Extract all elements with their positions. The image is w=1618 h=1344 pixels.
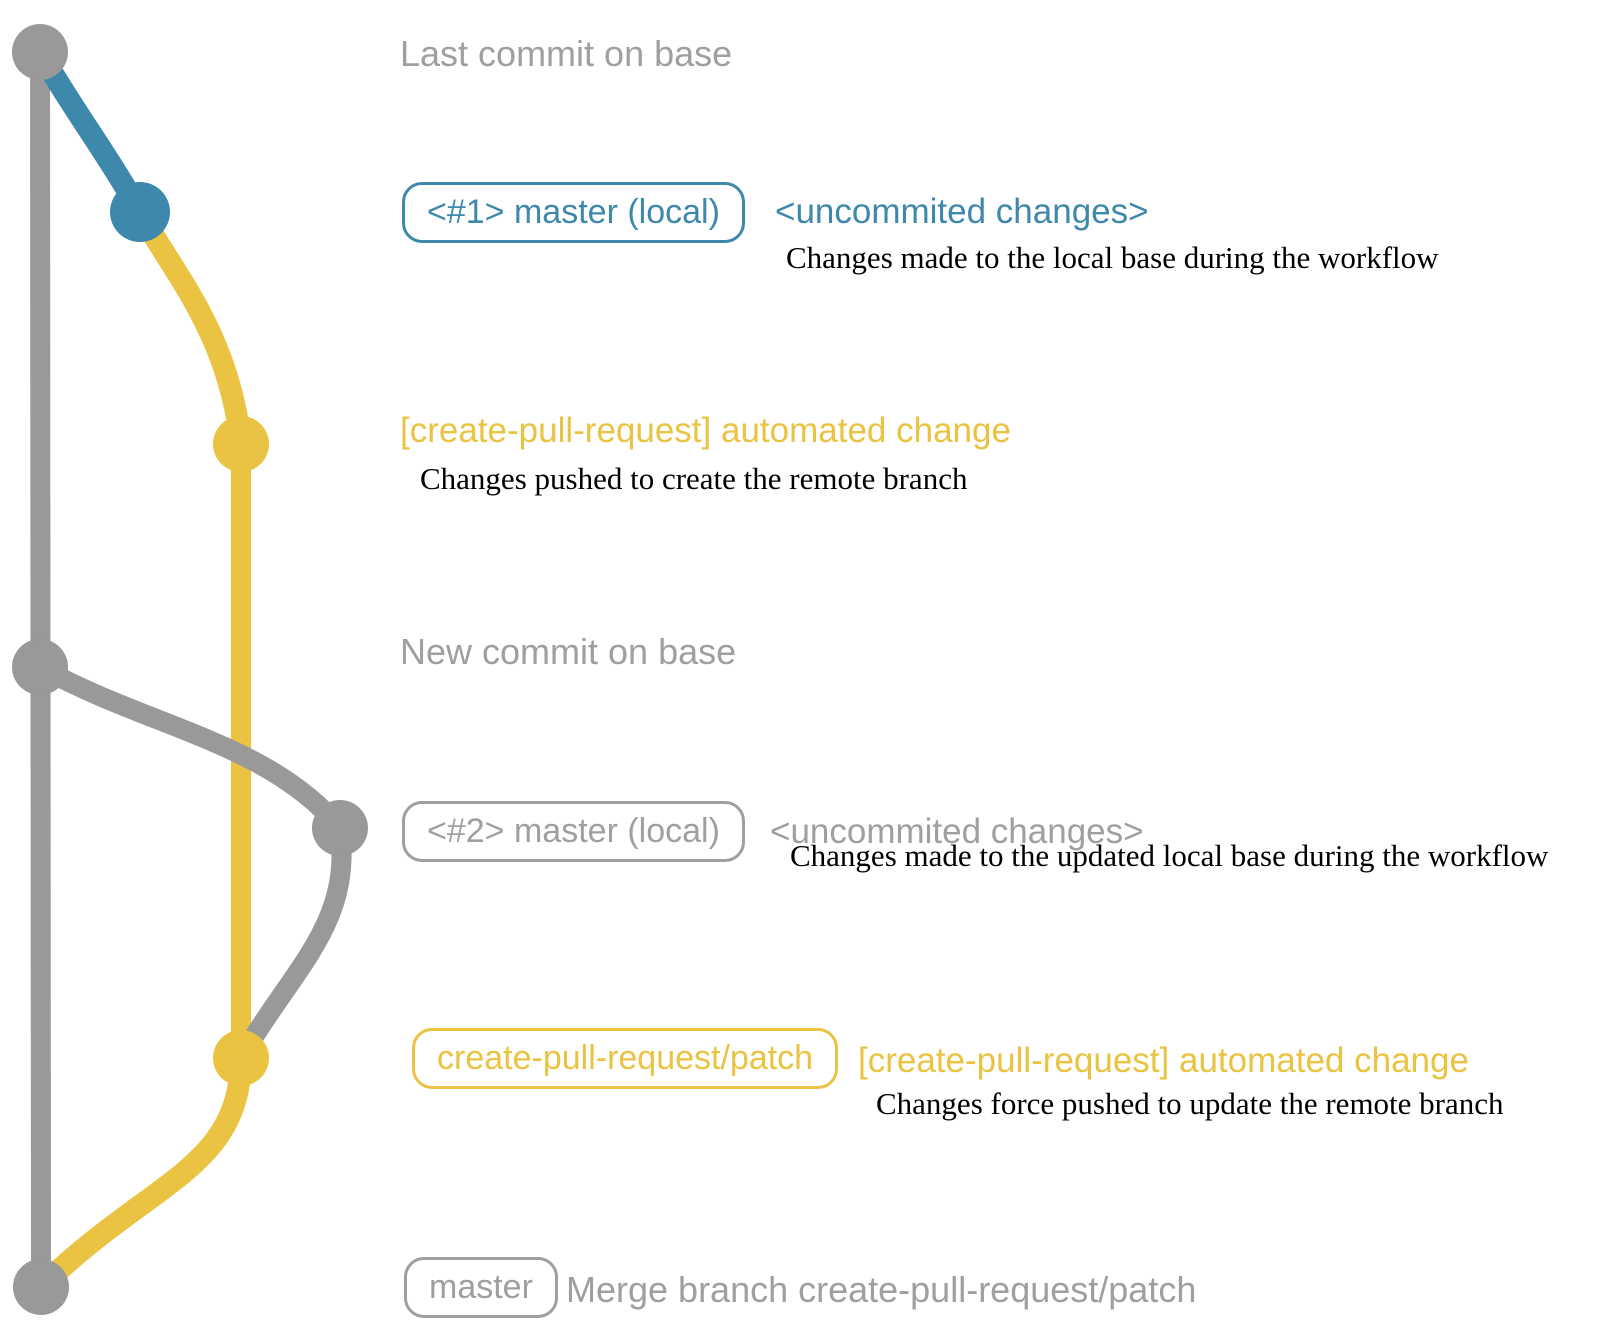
commit-node-merge [13,1259,69,1315]
branch1-description: Changes made to the local base during th… [786,240,1439,275]
new-commit-label: New commit on base [400,631,737,672]
branch-tag-master: master [404,1257,558,1318]
commit-node-last-base [12,24,68,80]
uncommitted-changes-note-2: <uncommited changes> [770,812,1144,851]
commit-node-uncommitted-2 [312,800,368,856]
automated-change-description-1: Changes pushed to create the remote bran… [420,461,968,496]
automated-change-label-1: [create-pull-request] automated change [400,411,1011,450]
automated-change-description-2: Changes force pushed to update the remot… [876,1086,1504,1121]
commit-node-new-base [12,639,68,695]
branch-tag-master-local-1: <#1> master (local) [402,182,745,243]
branch-tag-patch: create-pull-request/patch [412,1028,839,1089]
merge-message: Merge branch create-pull-request/patch [566,1269,1197,1310]
automated-change-label-2: [create-pull-request] automated change [858,1041,1469,1080]
commit-node-automated-2 [213,1030,269,1086]
branch-edge-patch-create [130,206,252,446]
commit-node-automated-1 [213,416,269,472]
last-commit-label: Last commit on base [400,33,733,74]
branch-edge-force-push [232,826,352,1064]
uncommitted-changes-note-1: <uncommited changes> [775,192,1149,231]
commit-node-uncommitted-1 [110,182,170,242]
branch2-description: Changes made to the updated local base d… [790,838,1549,873]
branch-edge-local-master-2 [35,658,348,835]
branch-edge-merge [33,1057,252,1295]
branch-tag-master-local-2: <#2> master (local) [402,801,745,862]
